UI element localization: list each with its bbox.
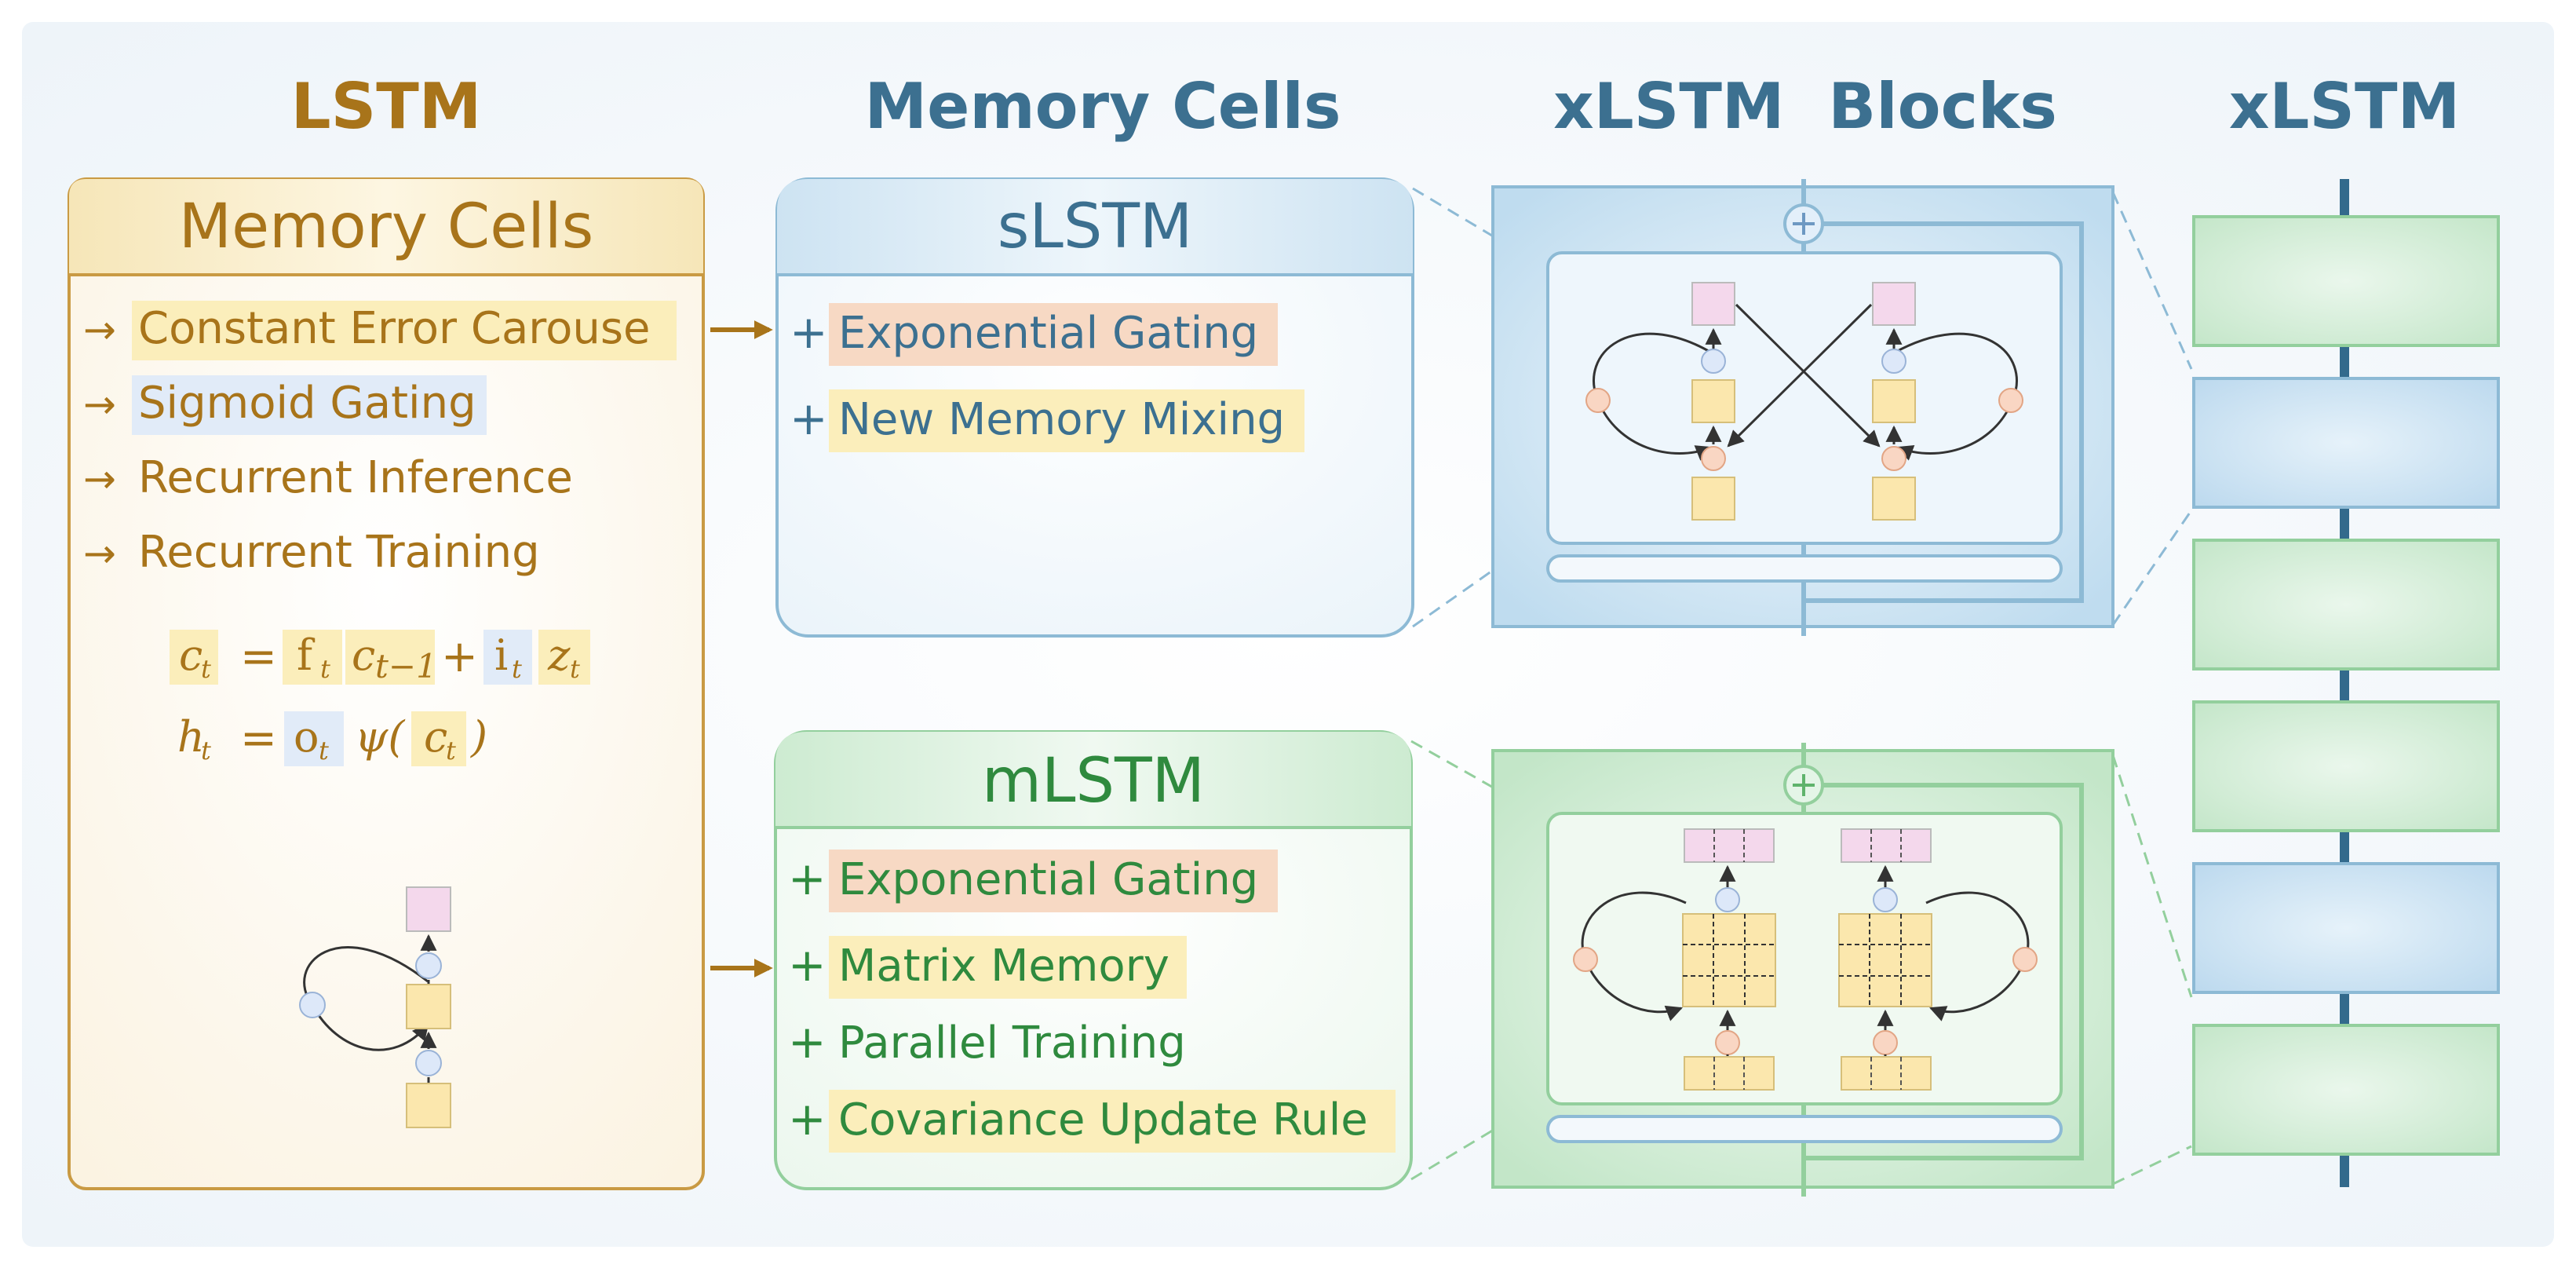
lstm-panel-title: Memory Cells — [179, 192, 593, 262]
eq1-c: c — [179, 630, 203, 680]
dashed-connector — [2112, 1145, 2192, 1186]
eq1-i-sub: t — [512, 654, 522, 684]
mlstm-item-parallel-training: Parallel Training — [838, 1018, 1186, 1069]
header-lstm: LSTM — [291, 70, 482, 143]
plus-glyph: + — [788, 1092, 826, 1146]
plus-glyph: + — [788, 852, 826, 905]
stack-block-slstm — [2192, 377, 2500, 509]
eq1-z-sub: t — [570, 654, 580, 684]
lstm-item-constant-error-carousel: Constant Error Carouse — [138, 303, 650, 354]
equation-cell-state: c t = f t c t−1 + i t z t — [170, 630, 590, 685]
eq2-close: ) — [470, 712, 487, 762]
xlstm-stack — [2192, 179, 2500, 1187]
equation-hidden-state: h t = o t ψ( c t ) — [177, 711, 487, 766]
stack-block-mlstm — [2192, 215, 2500, 347]
arrow-glyph: → — [83, 307, 116, 353]
plus-glyph: + — [788, 938, 826, 992]
stack-block-mlstm — [2192, 1024, 2500, 1156]
mlstm-item-exponential-gating: Exponential Gating — [838, 854, 1258, 905]
plus-glyph: + — [790, 305, 828, 359]
eq1-c-sub: t — [201, 654, 211, 684]
slstm-item-new-memory-mixing: New Memory Mixing — [838, 394, 1285, 445]
header-memory-cells: Memory Cells — [864, 70, 1341, 143]
mlstm-item-covariance-update-rule: Covariance Update Rule — [838, 1094, 1368, 1146]
input-gate — [415, 1050, 442, 1076]
dashed-connector — [2111, 755, 2193, 998]
slstm-cell-right — [1872, 282, 2023, 521]
mlstm-panel: mLSTM + Exponential Gating + Matrix Memo… — [774, 730, 1413, 1190]
forget-gate — [299, 992, 326, 1018]
slstm-item-exponential-gating: Exponential Gating — [838, 308, 1258, 359]
plus-glyph: + — [790, 392, 828, 445]
output-node — [406, 886, 451, 932]
dashed-connector — [2111, 192, 2193, 370]
mlstm-title: mLSTM — [982, 746, 1205, 817]
highlight-constant-error — [132, 301, 677, 360]
lstm-item-recurrent-inference: Recurrent Inference — [138, 452, 573, 503]
slstm-block — [1491, 179, 2114, 636]
eq1-equals: = — [240, 631, 277, 682]
memory-mixing-arrow — [1735, 303, 1881, 448]
lstm-item-recurrent-training: Recurrent Training — [138, 527, 540, 578]
plus-glyph: + — [788, 1015, 826, 1069]
slstm-cell-left — [1585, 282, 1735, 521]
eq1-f-sub: t — [320, 654, 330, 684]
arrow-glyph: → — [83, 382, 116, 427]
stack-block-mlstm — [2192, 539, 2500, 671]
eq1-i: i — [494, 630, 508, 680]
eq1-plus: + — [441, 631, 478, 682]
slstm-title: sLSTM — [998, 192, 1193, 262]
lstm-panel: Memory Cells → Constant Error Carouse → … — [68, 177, 705, 1190]
mlstm-cell-right — [1838, 828, 2038, 1091]
memory-mixing-arrow — [1727, 303, 1873, 448]
dashed-connector — [2111, 510, 2193, 626]
input-node — [406, 1083, 451, 1128]
eq2-o: o — [294, 712, 319, 762]
eq2-psi: ψ( — [355, 712, 406, 762]
mlstm-block — [1491, 743, 2114, 1197]
eq2-h-sub: t — [201, 736, 211, 766]
eq1-cprev-sub: t−1 — [375, 647, 437, 685]
mlstm-cell-left — [1573, 828, 1776, 1091]
cell-state-node — [406, 984, 451, 1029]
arrow-glyph: → — [83, 531, 116, 576]
eq1-z: z — [547, 630, 571, 680]
eq2-c: c — [424, 712, 447, 762]
block-norm-bar — [1546, 554, 2063, 583]
mlstm-item-matrix-memory: Matrix Memory — [838, 941, 1169, 992]
header-xlstm-blocks: xLSTM Blocks — [1553, 70, 2057, 143]
output-gate — [415, 952, 442, 979]
lstm-item-sigmoid-gating: Sigmoid Gating — [138, 378, 476, 429]
eq2-h: h — [177, 712, 205, 762]
lstm-feature-list: → Constant Error Carouse → Sigmoid Gatin… — [83, 303, 650, 578]
eq2-o-sub: t — [319, 736, 329, 766]
header-xlstm: xLSTM — [2229, 70, 2460, 143]
stack-block-slstm — [2192, 862, 2500, 994]
highlight-sigmoid — [132, 375, 487, 435]
arrow-glyph: → — [83, 456, 116, 502]
slstm-panel: sLSTM + Exponential Gating + New Memory … — [775, 177, 1414, 638]
block-norm-bar — [1546, 1115, 2063, 1143]
eq2-c-sub: t — [446, 736, 456, 766]
eq2-equals: = — [240, 713, 277, 764]
lstm-cell-diagram — [299, 886, 451, 1128]
stack-block-mlstm — [2192, 700, 2500, 832]
eq1-cprev: c — [352, 630, 375, 680]
